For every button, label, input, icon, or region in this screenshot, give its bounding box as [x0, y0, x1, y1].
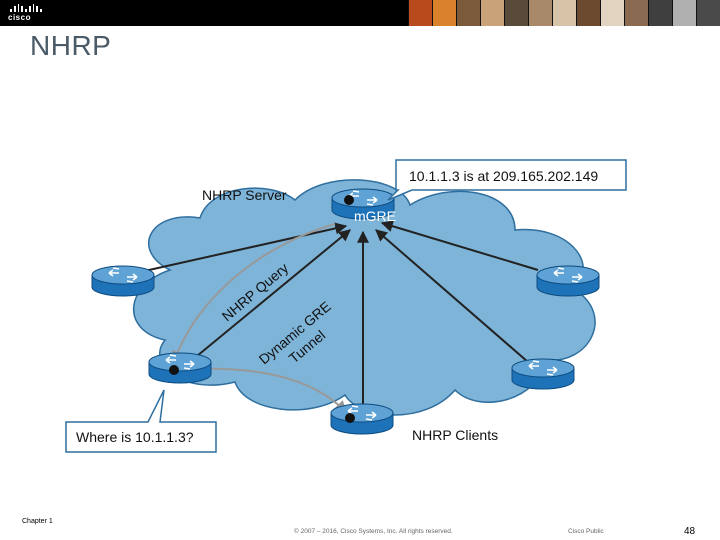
header-photo-tile	[672, 0, 696, 26]
query-bubble-frame	[65, 389, 217, 453]
server-label: NHRP Server	[202, 187, 287, 203]
nhrp-diagram: mGRE NHRP Server 10.1.1.3 is at 209.165.…	[65, 159, 627, 453]
header-photo-tile	[648, 0, 672, 26]
cisco-bars-icon	[10, 4, 43, 12]
header-bar: cisco	[0, 0, 720, 26]
network-cloud	[133, 179, 596, 416]
hub-endpoint-dot	[344, 195, 354, 205]
header-photo-tile	[504, 0, 528, 26]
link-left-top	[139, 222, 348, 273]
query-bubble-text: Where is 10.1.1.3?	[76, 429, 194, 445]
slide-title: NHRP	[30, 30, 112, 61]
header-photo-tile	[600, 0, 624, 26]
reply-bubble-frame	[387, 159, 627, 201]
nhrp-query-path	[171, 223, 336, 364]
header-photo-tile	[576, 0, 600, 26]
photo-strip	[408, 0, 720, 26]
footer-chapter: Chapter 1	[22, 518, 53, 525]
header-photo-tile	[624, 0, 648, 26]
header-photo-tile	[696, 0, 720, 26]
header-photo-tile	[480, 0, 504, 26]
spoke-router-left-bottom-icon	[148, 352, 212, 384]
cisco-logo: cisco	[8, 4, 43, 22]
link-right-bottom	[375, 229, 529, 363]
spoke-router-right-bottom-icon	[511, 358, 575, 390]
header-photo-tile	[552, 0, 576, 26]
footer-classification: Cisco Public	[568, 528, 604, 535]
client-bottom-endpoint-dot	[345, 413, 355, 423]
header-photo-tile	[528, 0, 552, 26]
clients-label: NHRP Clients	[412, 427, 498, 443]
header-photo-tile	[408, 0, 432, 26]
page-number: 48	[684, 526, 696, 537]
link-right-top	[380, 220, 539, 271]
client-left-endpoint-dot	[169, 365, 179, 375]
header-photo-tile	[432, 0, 456, 26]
spoke-router-bottom-icon	[330, 403, 394, 435]
footer-copyright: © 2007 – 2016, Cisco Systems, Inc. All r…	[294, 528, 453, 535]
header-photo-tile	[456, 0, 480, 26]
hub-label: mGRE	[354, 208, 396, 224]
reply-bubble-text: 10.1.1.3 is at 209.165.202.149	[409, 168, 598, 184]
link-left-bottom	[179, 229, 351, 371]
spoke-router-right-top-icon	[536, 265, 600, 297]
spoke-router-left-top-icon	[91, 265, 155, 297]
cisco-logo-text: cisco	[8, 13, 31, 22]
